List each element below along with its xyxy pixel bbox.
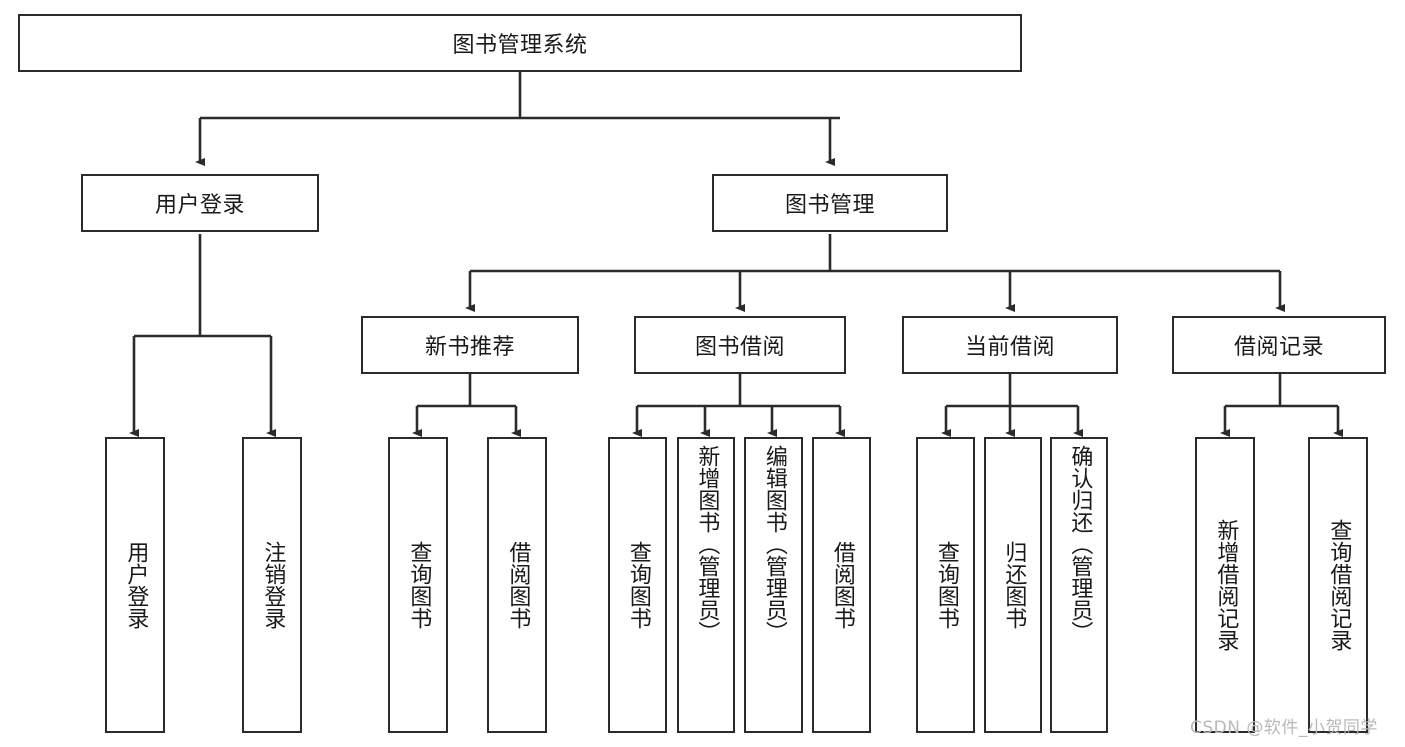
node-leaf-confirm-return[interactable]: 确认归还（管理员） — [1050, 437, 1108, 733]
node-leaf-add-book[interactable]: 新增图书（管理员） — [677, 437, 735, 733]
node-leaf-query-book-3[interactable]: 查询图书 — [916, 437, 975, 733]
node-leaf-query-book-1[interactable]: 查询图书 — [388, 437, 448, 733]
node-book-borrow[interactable]: 图书借阅 — [634, 316, 846, 374]
node-current-borrow[interactable]: 当前借阅 — [902, 316, 1118, 374]
node-leaf-user-login[interactable]: 用户登录 — [105, 437, 165, 733]
node-leaf-logout[interactable]: 注销登录 — [242, 437, 302, 733]
node-leaf-query-book-2[interactable]: 查询图书 — [608, 437, 667, 733]
node-root[interactable]: 图书管理系统 — [18, 14, 1022, 72]
csdn-watermark: CSDN @软件_小贺同学 — [1190, 718, 1378, 738]
node-leaf-edit-book[interactable]: 编辑图书（管理员） — [744, 437, 803, 733]
node-user-login[interactable]: 用户登录 — [81, 174, 319, 232]
node-new-book-recommend[interactable]: 新书推荐 — [361, 316, 579, 374]
node-leaf-borrow-book-2[interactable]: 借阅图书 — [812, 437, 871, 733]
node-leaf-borrow-book-1[interactable]: 借阅图书 — [487, 437, 547, 733]
node-leaf-add-record[interactable]: 新增借阅记录 — [1195, 437, 1255, 733]
node-book-manage[interactable]: 图书管理 — [712, 174, 948, 232]
node-borrow-record[interactable]: 借阅记录 — [1172, 316, 1386, 374]
node-leaf-query-record[interactable]: 查询借阅记录 — [1308, 437, 1368, 733]
node-leaf-return-book[interactable]: 归还图书 — [984, 437, 1042, 733]
